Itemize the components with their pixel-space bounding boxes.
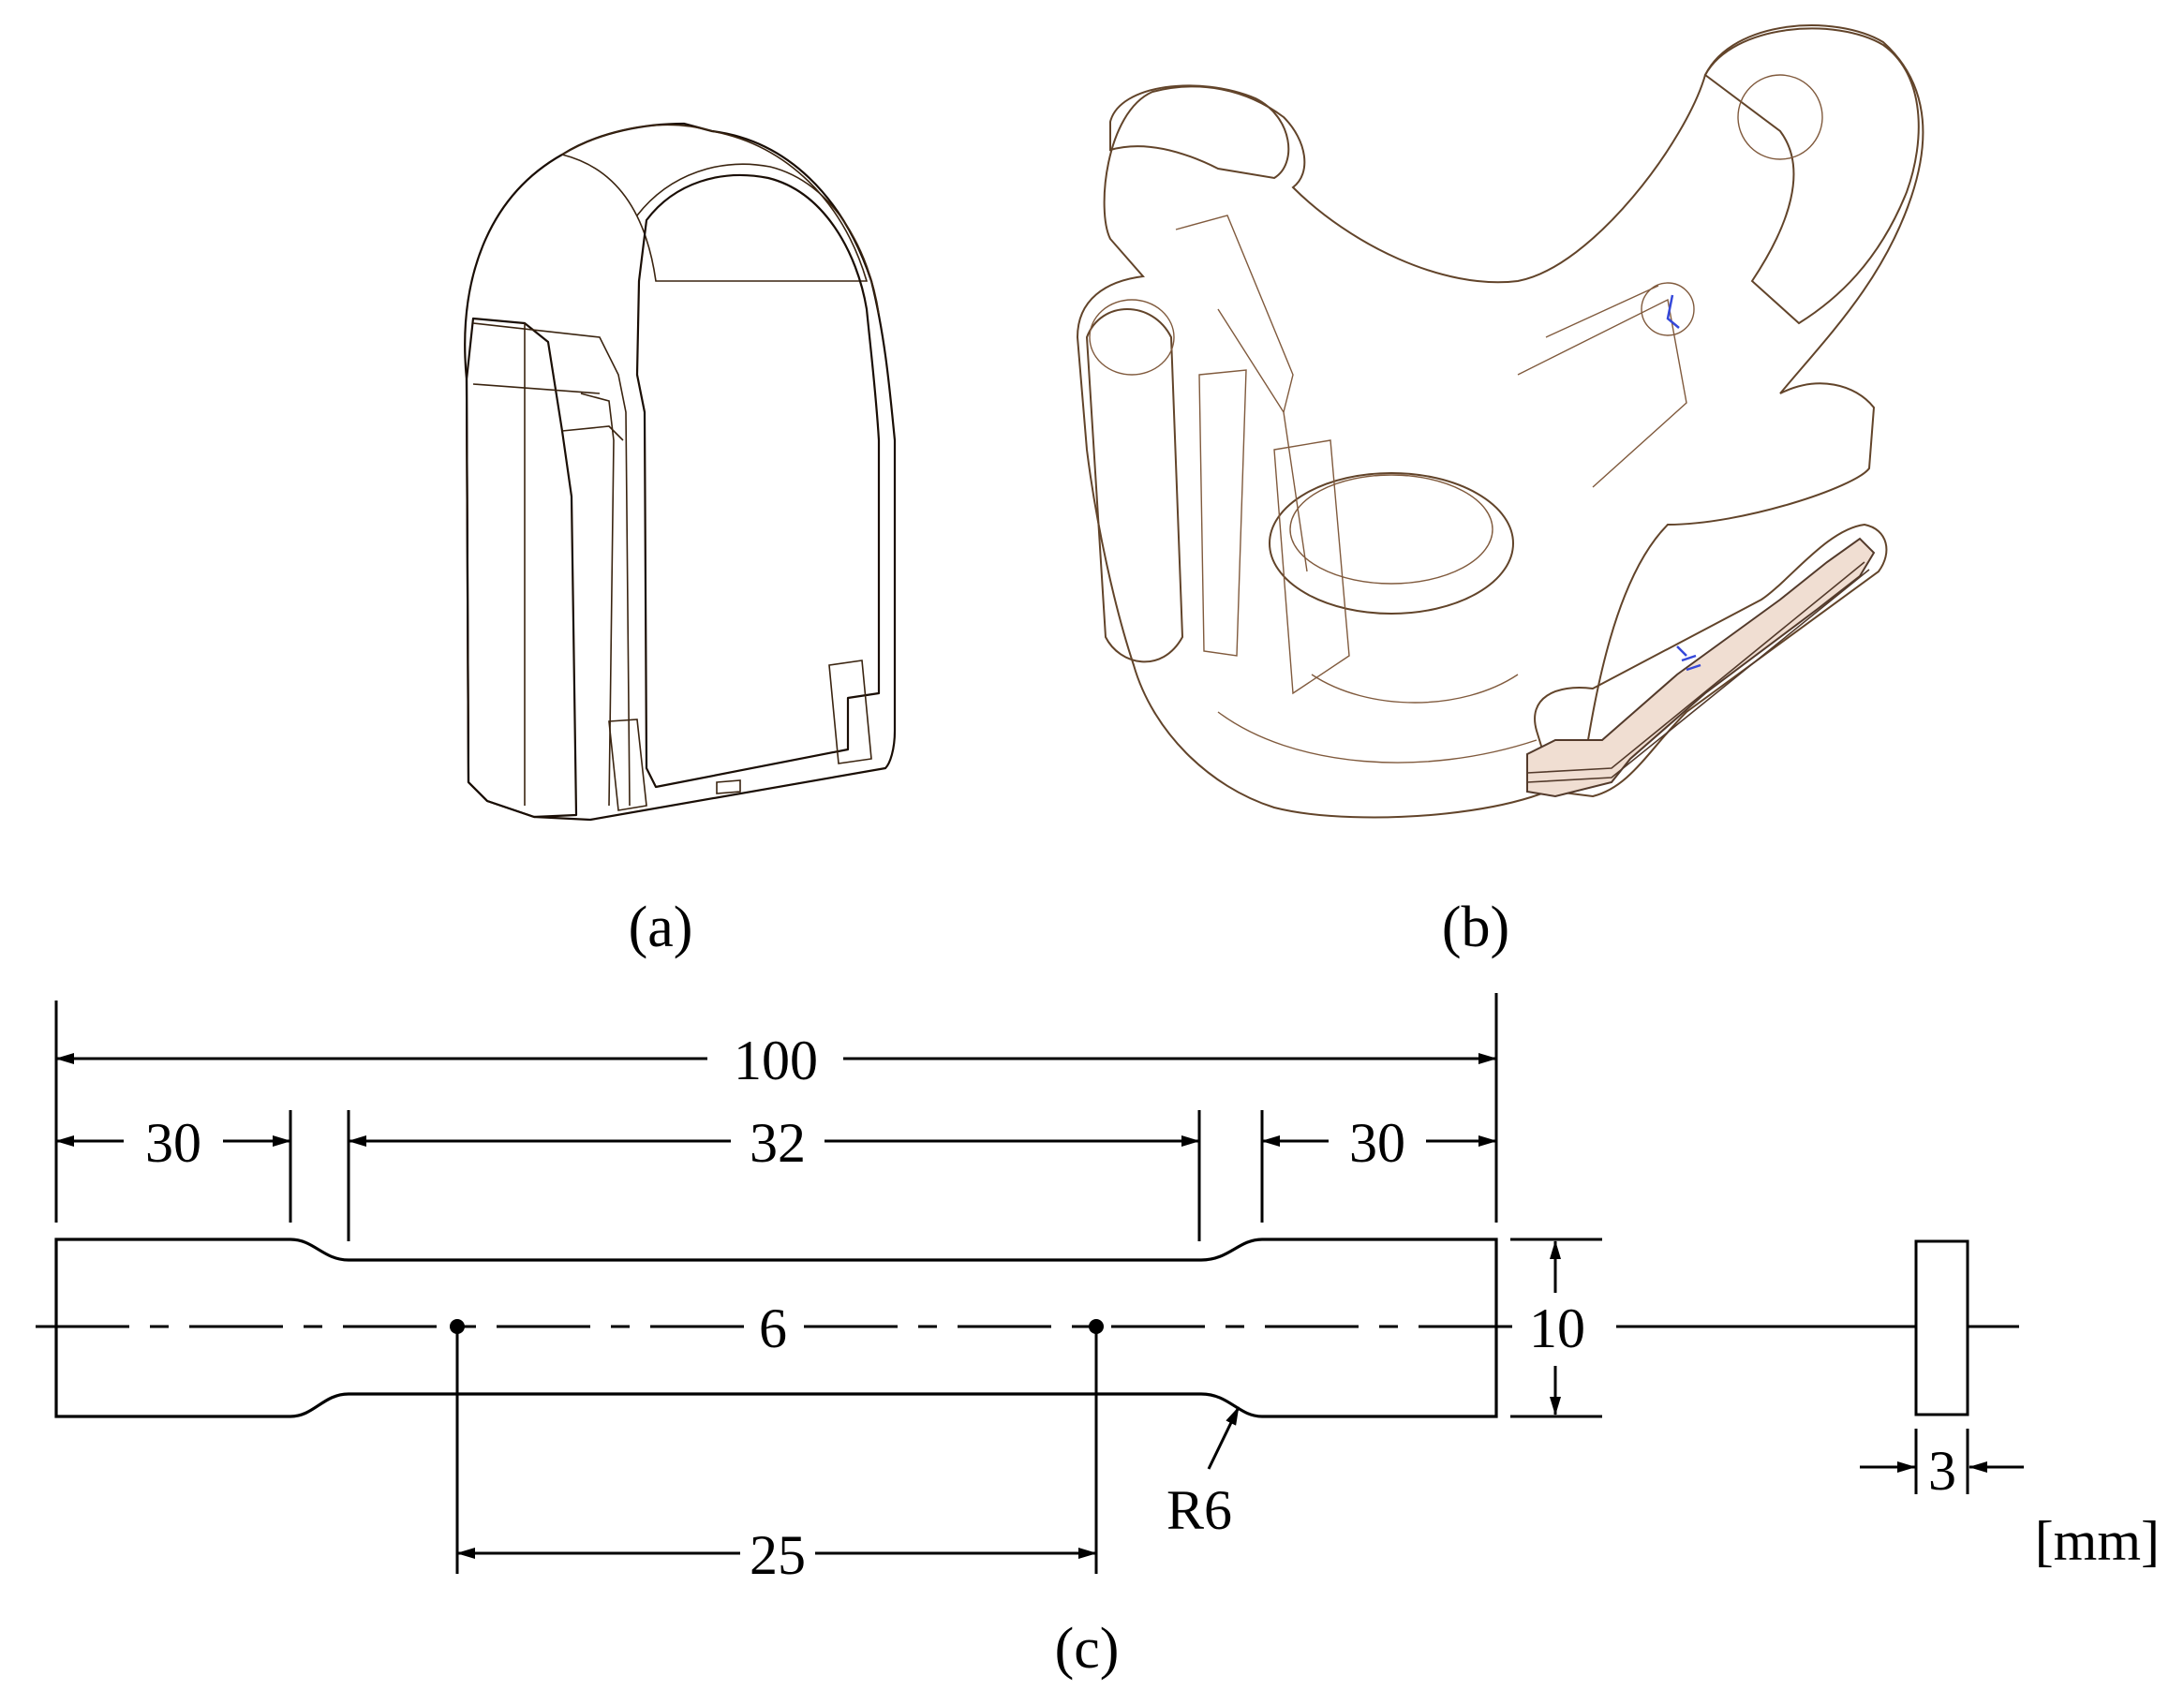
caption-c: (c)	[1055, 1617, 1120, 1681]
dim-grip-width: 10	[1529, 1297, 1585, 1359]
caption-a: (a)	[629, 896, 693, 959]
dim-gauge-length: 25	[750, 1524, 806, 1586]
specimen-outline	[54, 1238, 1498, 1418]
unit-label: [mm]	[2035, 1510, 2160, 1572]
solid-part-render	[464, 122, 897, 822]
dim-overall-length: 100	[734, 1030, 818, 1091]
dim-grip-right: 30	[1349, 1112, 1405, 1174]
transparent-part-render	[1076, 24, 1924, 819]
caption-b: (b)	[1442, 896, 1509, 959]
dim-thickness: 3	[1928, 1440, 1956, 1502]
dim-gauge-width: 6	[759, 1297, 787, 1359]
dim-grip-left: 30	[145, 1112, 201, 1174]
side-view-section	[1914, 1239, 1969, 1416]
dim-parallel-length: 32	[750, 1112, 806, 1174]
dim-fillet-radius: R6	[1166, 1479, 1232, 1541]
specimen-drawing: 100 30 32 30 6 10 R6 25	[36, 993, 2160, 1586]
